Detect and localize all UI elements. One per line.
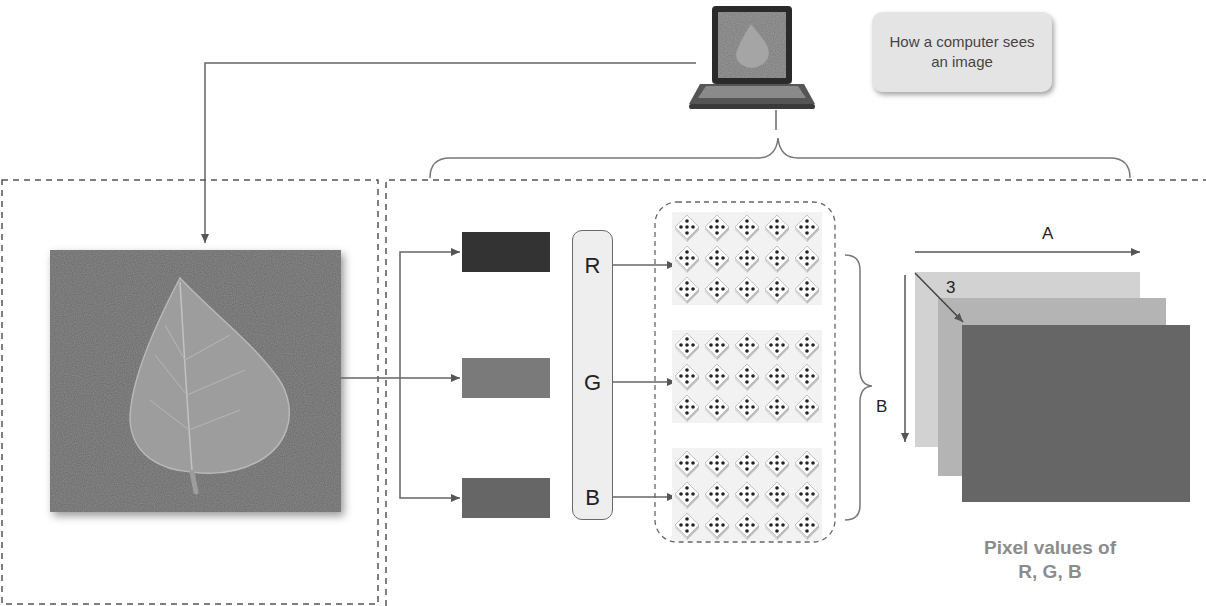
caption-label: Pixel values of R, G, B: [975, 536, 1125, 584]
channel-swatch: [462, 358, 550, 398]
callout-box: How a computer sees an image: [872, 12, 1052, 92]
split-arrows: [341, 252, 460, 498]
dimension-label: B: [876, 397, 887, 417]
callout-text: How a computer sees an image: [884, 32, 1040, 73]
dashed-region: [2, 180, 378, 604]
dimension-arrow: [915, 251, 1140, 253]
pixel-grid: [672, 330, 822, 423]
laptop-icon: [689, 6, 815, 109]
dashed-region: [386, 180, 1206, 606]
pixel-grid: [672, 212, 822, 305]
channel-letter: R: [573, 253, 612, 279]
dimension-label: A: [1042, 224, 1053, 244]
channel-plane: [962, 325, 1190, 502]
dashed-group: [655, 202, 835, 542]
leaf-photo: [50, 250, 341, 512]
leader-line: [205, 63, 696, 243]
channel-letter: G: [573, 370, 612, 396]
channel-box: R G B: [572, 230, 613, 520]
brace: [430, 138, 1130, 178]
channel-arrows: [613, 265, 676, 497]
channel-letter: B: [573, 485, 612, 511]
pixel-grid: [672, 448, 822, 541]
channel-swatch: [462, 478, 550, 518]
brace: [845, 255, 872, 520]
channel-swatch: [462, 232, 550, 272]
dimension-arrow: [904, 275, 906, 442]
leader-line: [775, 110, 777, 130]
dimension-label: 3: [946, 278, 955, 298]
dimension-arrow: [915, 273, 963, 322]
